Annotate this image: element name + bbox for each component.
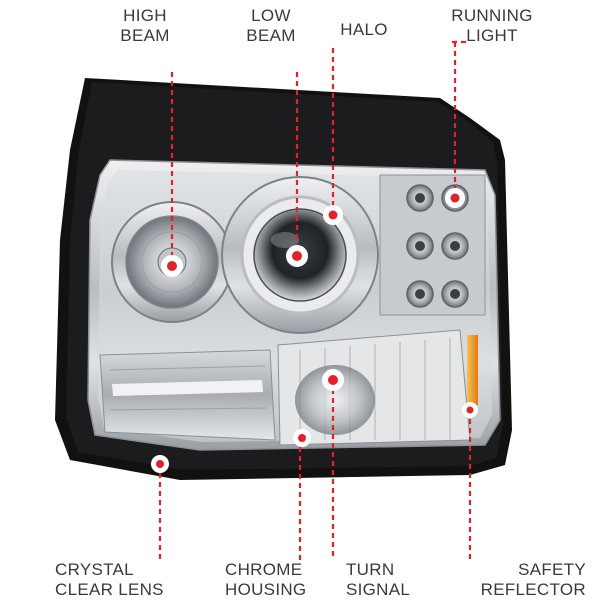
callout-dot-running-light — [445, 188, 465, 208]
label-high-beam-line2: BEAM — [120, 26, 170, 45]
amber-reflector — [467, 335, 478, 405]
label-halo-line1: HALO — [340, 20, 388, 39]
crystal-lens-strip — [99, 349, 276, 441]
turn-signal-reflector — [277, 329, 471, 446]
label-halo: HALO — [340, 20, 388, 40]
label-turn-line2: SIGNAL — [346, 580, 411, 599]
callout-dot-safety-reflector — [462, 402, 478, 418]
label-crystal-clear-lens: CRYSTAL CLEAR LENS — [55, 560, 164, 600]
label-running-light-line2: LIGHT — [466, 26, 518, 45]
label-safety-line2: REFLECTOR — [480, 580, 586, 599]
label-chrome-housing: CHROME HOUSING — [225, 560, 306, 600]
label-high-beam-line1: HIGH — [123, 6, 167, 25]
running-light-leds — [379, 174, 486, 316]
label-chrome-line1: CHROME — [225, 560, 303, 579]
label-chrome-line2: HOUSING — [225, 580, 307, 599]
label-running-light-line1: RUNNING — [451, 6, 533, 25]
label-safety-line1: SAFETY — [518, 560, 586, 579]
label-low-beam-line2: BEAM — [246, 26, 296, 45]
callout-dots — [151, 188, 478, 473]
callout-dot-high-beam — [161, 255, 183, 277]
callout-dot-halo — [323, 205, 343, 225]
label-turn-line1: TURN — [346, 560, 395, 579]
label-turn-signal: TURN SIGNAL — [346, 560, 410, 600]
label-low-beam-line1: LOW — [251, 6, 291, 25]
callout-lines — [158, 40, 472, 560]
label-safety-reflector: SAFETY REFLECTOR — [470, 560, 586, 600]
label-running-light: RUNNING LIGHT — [451, 6, 532, 46]
callout-dot-turn-signal — [322, 369, 344, 391]
callout-dot-chrome-housing — [293, 429, 311, 447]
callout-dot-low-beam — [286, 245, 308, 267]
label-low-beam: LOW BEAM — [246, 6, 295, 46]
label-high-beam: HIGH BEAM — [120, 6, 169, 46]
label-crystal-line2: CLEAR LENS — [55, 580, 164, 599]
callout-dot-crystal-lens — [151, 455, 169, 473]
label-crystal-line1: CRYSTAL — [55, 560, 134, 579]
